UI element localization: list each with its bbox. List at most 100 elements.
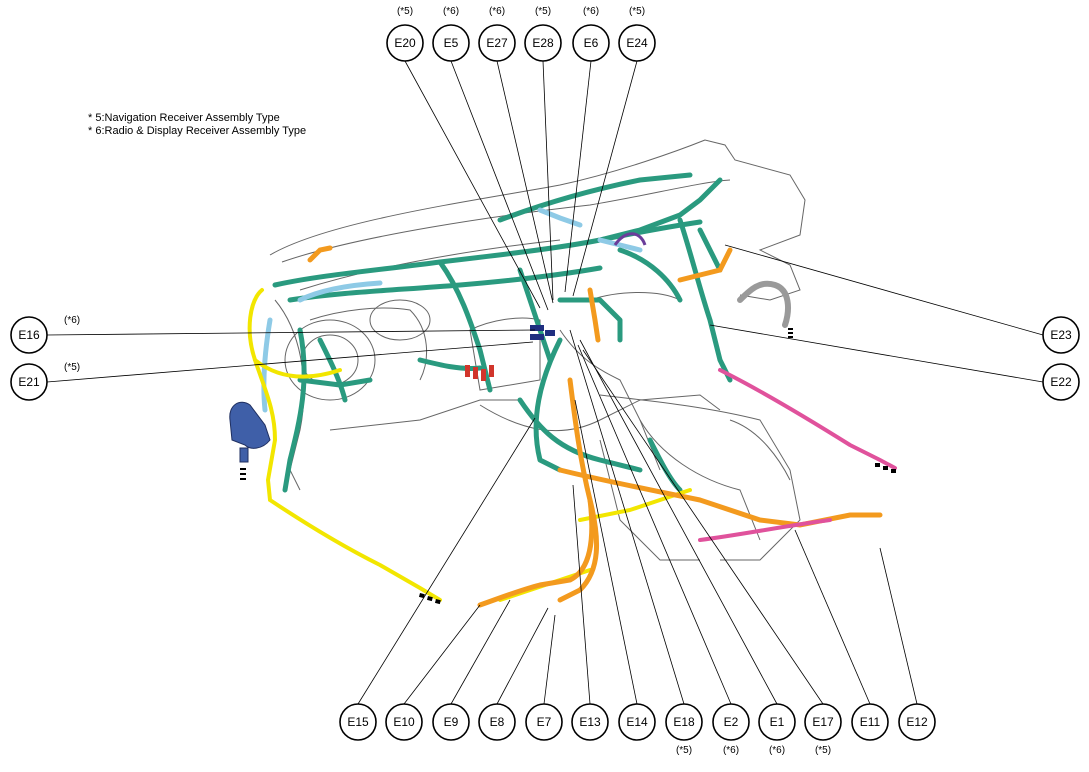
instrument-panel-outline xyxy=(269,139,806,561)
leader-e8 xyxy=(496,607,549,705)
leader-e11 xyxy=(794,529,871,705)
callout-e22: E22 xyxy=(1042,363,1080,401)
connector-id: E12 xyxy=(906,715,928,729)
red-connectors xyxy=(465,365,494,381)
connector-id: E9 xyxy=(444,715,459,729)
callout-circle xyxy=(524,24,562,62)
light-blue-harness xyxy=(261,207,643,413)
callout-e6: E6 (*6) xyxy=(572,6,610,62)
leader-e16 xyxy=(46,329,536,336)
leader-e9 xyxy=(450,599,511,705)
connector-id: E21 xyxy=(18,375,40,389)
leader-e28 xyxy=(542,60,554,301)
yellow-harness xyxy=(247,288,692,602)
leader-e20 xyxy=(404,60,541,309)
connector-id: E1 xyxy=(770,715,785,729)
connector-id: E13 xyxy=(579,715,601,729)
connector-ends xyxy=(418,328,896,605)
callout-circle xyxy=(618,24,656,62)
connector-variant-note: (*6) xyxy=(723,745,739,756)
leader-e6 xyxy=(564,60,592,293)
connector-id: E15 xyxy=(347,715,369,729)
leader-e14 xyxy=(574,399,638,705)
left-blue-grommet xyxy=(229,401,271,480)
connector-id: E22 xyxy=(1050,375,1072,389)
connector-id: E18 xyxy=(673,715,695,729)
callout-e1: E1 (*6) xyxy=(758,703,796,756)
connector-id: E10 xyxy=(393,715,415,729)
connector-variant-note: (*5) xyxy=(815,745,831,756)
connector-id: E28 xyxy=(532,36,554,50)
callout-e11: E11 xyxy=(851,703,889,741)
leader-e21 xyxy=(46,341,534,383)
callout-circle xyxy=(432,24,470,62)
callout-circle xyxy=(758,703,796,741)
connector-id: E24 xyxy=(626,36,648,50)
callout-e14: E14 xyxy=(618,703,656,741)
leader-e24 xyxy=(572,60,638,297)
callout-e18: E18 (*5) xyxy=(665,703,703,756)
callout-e27: E27 (*6) xyxy=(478,6,516,62)
callout-circle xyxy=(432,703,470,741)
callout-e24: E24(*5) xyxy=(618,6,656,62)
callout-circle xyxy=(10,316,48,354)
callout-e9: E9 xyxy=(432,703,470,741)
connector-variant-note: (*6) xyxy=(583,6,599,17)
callouts: E20(*5)E5(*6)E27(*6)E28(*5)E6(*6)E24(*5)… xyxy=(10,6,1080,756)
callout-circle xyxy=(1042,316,1080,354)
purple-harness xyxy=(613,232,647,246)
callout-e13: E13 xyxy=(571,703,609,741)
leader-lines xyxy=(46,60,1044,705)
callout-circle xyxy=(804,703,842,741)
callout-circle xyxy=(618,703,656,741)
callout-e21: E21(*5) xyxy=(10,362,80,401)
connector-id: E23 xyxy=(1050,328,1072,342)
connector-variant-note: (*6) xyxy=(64,315,80,326)
callout-circle xyxy=(712,703,750,741)
callout-e28: E28(*5) xyxy=(524,6,562,62)
connector-variant-note: (*5) xyxy=(397,6,413,17)
callout-circle xyxy=(572,24,610,62)
callout-e15: E15 xyxy=(339,703,377,741)
connector-id: E6 xyxy=(584,36,599,50)
callout-e23: E23 xyxy=(1042,316,1080,354)
callout-circle xyxy=(525,703,563,741)
callout-e7: E7 xyxy=(525,703,563,741)
main-harness-teal xyxy=(272,172,733,493)
callout-circle xyxy=(1042,363,1080,401)
leader-e17 xyxy=(582,349,824,705)
connector-id: E27 xyxy=(486,36,508,50)
connector-variant-note: (*6) xyxy=(443,6,459,17)
callout-e8: E8 xyxy=(478,703,516,741)
pink-harness xyxy=(698,368,897,542)
callout-e20: E20 (*5) xyxy=(386,6,424,62)
connector-id: E8 xyxy=(490,715,505,729)
callout-circle xyxy=(665,703,703,741)
callout-e16: E16 (*6) xyxy=(10,315,80,354)
leader-e18 xyxy=(569,329,685,705)
callout-e17: E17(*5) xyxy=(804,703,842,756)
connector-id: E11 xyxy=(860,715,881,729)
connector-variant-note: (*5) xyxy=(676,745,692,756)
callout-e5: E5 (*6) xyxy=(432,6,470,62)
connector-id: E16 xyxy=(18,328,40,342)
connector-variant-note: (*6) xyxy=(489,6,505,17)
leader-e5 xyxy=(450,60,549,311)
callout-e10: E10 xyxy=(385,703,423,741)
leader-e13 xyxy=(572,484,591,705)
callout-e2: E2(*6) xyxy=(712,703,750,756)
legend-note-5: * 5:Navigation Receiver Assembly Type xyxy=(88,112,280,124)
navy-connectors xyxy=(530,325,555,340)
connector-id: E14 xyxy=(626,715,648,729)
connector-variant-note: (*6) xyxy=(769,745,785,756)
leader-e2 xyxy=(577,344,732,705)
callout-circle xyxy=(478,24,516,62)
leader-e12 xyxy=(879,547,918,705)
callout-circle xyxy=(339,703,377,741)
callout-circle xyxy=(386,24,424,62)
connector-id: E5 xyxy=(444,36,459,50)
callout-circle xyxy=(851,703,889,741)
connector-id: E20 xyxy=(394,36,416,50)
